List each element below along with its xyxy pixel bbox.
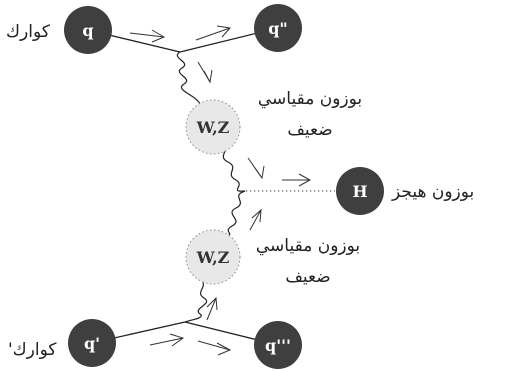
arrow-lower-boson-bottom bbox=[206, 296, 218, 321]
higgs-symbol: H bbox=[352, 182, 367, 201]
arrow-higgs bbox=[282, 173, 312, 187]
boson-lower-node: W,Z bbox=[185, 229, 241, 285]
boson-lower-symbol: W,Z bbox=[196, 248, 230, 267]
quark-bottom-out-symbol: q''' bbox=[265, 336, 291, 355]
arrow-upper-boson-bottom bbox=[247, 157, 265, 180]
arrow-lower-boson-top bbox=[249, 208, 262, 231]
quark-bottom-out-node: q''' bbox=[254, 321, 302, 369]
arrow-bottom-out bbox=[197, 340, 232, 356]
label-quark-bottom: كوارك' bbox=[8, 340, 57, 360]
label-quark-top: كوارك bbox=[6, 22, 51, 42]
quark-bottom-in-node: q' bbox=[68, 319, 116, 367]
label-higgs: بوزون هيجز bbox=[391, 182, 474, 202]
boson-upper-symbol: W,Z bbox=[196, 118, 230, 137]
upper-boson-wavy-top bbox=[176, 51, 201, 105]
quark-top-in-node: q bbox=[64, 6, 112, 54]
quark-top-out-symbol: q" bbox=[268, 19, 288, 38]
lower-boson-wavy-bottom bbox=[184, 278, 208, 323]
label-boson-upper-line2: ضعيف bbox=[287, 120, 332, 140]
label-boson-lower-line2: ضعيف bbox=[285, 267, 330, 287]
higgs-node: H bbox=[336, 167, 384, 215]
label-boson-upper-line1: بوزون مقياسي bbox=[258, 89, 362, 109]
lower-boson-wavy-top bbox=[225, 190, 246, 237]
label-boson-lower-line1: بوزون مقياسي bbox=[256, 236, 360, 256]
quark-top-in-symbol: q bbox=[82, 21, 93, 40]
arrow-top-out bbox=[195, 25, 231, 41]
arrow-bottom-in bbox=[149, 333, 185, 347]
quark-bottom-in-symbol: q' bbox=[84, 334, 100, 353]
arrow-upper-boson-top bbox=[197, 61, 213, 84]
upper-boson-wavy-bottom bbox=[221, 142, 246, 192]
quark-top-out-node: q" bbox=[254, 4, 302, 52]
boson-upper-node: W,Z bbox=[185, 99, 241, 155]
arrow-top-in bbox=[129, 29, 166, 43]
